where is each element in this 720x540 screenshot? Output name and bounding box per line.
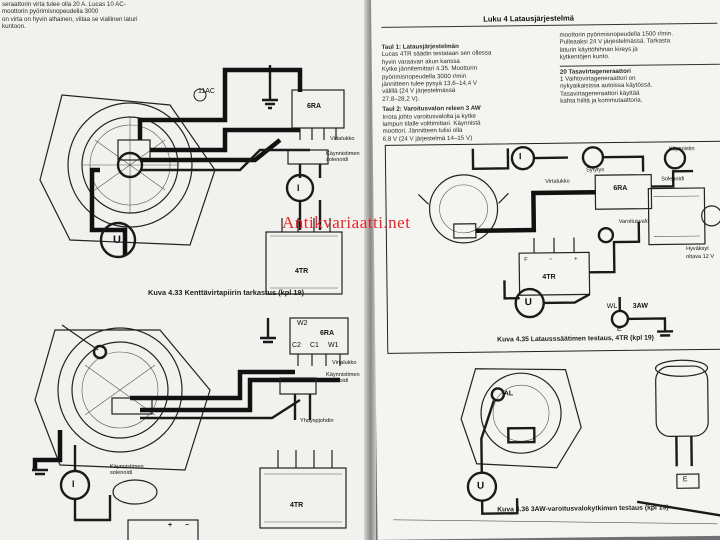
warning-lamp-435: [597, 226, 615, 244]
regulator-4tr-434: [259, 450, 347, 529]
relay-6ra-433: [291, 89, 345, 140]
lock-label-435: Virtalukko: [545, 178, 570, 185]
voltmeter-433: [99, 221, 137, 259]
text-line: on virta on hyvin alhainen, viitaa se vi…: [2, 15, 138, 23]
connector-label-434: Yhdyspjohdin: [300, 418, 334, 424]
regulator-label-434: 4TR: [290, 502, 304, 509]
battery-plus-label: +: [168, 522, 173, 529]
wiring-diagrams-left: [32, 65, 349, 540]
battery-minus-label: −: [185, 522, 190, 529]
relay-label-433: 6RA: [307, 103, 322, 110]
solenoid-label-435: Solenoidi: [661, 176, 685, 183]
ammeter-symbol-433: I: [297, 183, 300, 193]
watermark-text: Antikvariaatti.net: [282, 213, 411, 232]
alternator-436: [460, 368, 582, 469]
wl-terminal-435: [610, 309, 630, 329]
relay-3aw-label: 3AW: [632, 302, 648, 310]
terminal-al-label: AL: [503, 390, 514, 398]
text-line: seraattorin virta tulee olla 20 A. Lucas…: [2, 1, 126, 8]
solenoid-block-433: [287, 149, 329, 165]
terminal-minus-label: −: [549, 256, 553, 263]
voltmeter-435: [514, 287, 545, 319]
lock-label-434: Virtalukko: [332, 360, 357, 366]
starter-relay-circle-435: [663, 147, 687, 170]
checked-label-435: Hyväksyt: [686, 245, 709, 253]
warning-switch-unit-436: [636, 359, 720, 517]
wiring-diagrams-right: [393, 145, 720, 525]
terminal-c1-label: C1: [310, 342, 319, 349]
terminal-e-label-436: E: [682, 476, 688, 484]
regulator-label-433: 4TR: [295, 268, 309, 275]
battery-434: [127, 519, 199, 540]
voltmeter-symbol-433: U: [113, 234, 121, 246]
ammeter-433: [285, 173, 315, 203]
relay-6ra-434: [289, 317, 349, 366]
left-page: seraattorin virta tulee olla 20 A. Lucas…: [0, 0, 368, 540]
alternator-type-label: 11AC: [198, 88, 215, 95]
ammeter-symbol-435: I: [518, 151, 522, 162]
text-line: moottorin pyörimisnopeudella 3000: [2, 8, 99, 16]
terminal-plus-label: +: [574, 256, 578, 263]
alternator-433: [39, 88, 216, 246]
regulator-label-435: 4TR: [542, 273, 556, 281]
relay-label-434: 6RA: [320, 330, 335, 337]
starter-label-435: Käynnistin: [668, 146, 695, 153]
terminal-w2-label: W2: [297, 320, 308, 327]
ammeter-434: [59, 469, 91, 501]
top-text-block: seraattorin virta tulee olla 20 A. Lucas…: [2, 1, 362, 31]
relay-label-435: 6RA: [613, 184, 628, 193]
terminal-wl-label: WL: [606, 303, 618, 311]
starter-solenoid-label-434: Käynnistimen solenoidi: [326, 372, 360, 384]
right-page: Luku 4 Latausjärjestelmä Taul 1: Latausj…: [371, 0, 720, 540]
terminal-e-label-435: E: [617, 325, 622, 334]
voltmeter-symbol-435: U: [524, 297, 533, 309]
alternator-435: [417, 174, 509, 244]
voltmeter-symbol-436: U: [476, 480, 485, 492]
ammeter-symbol-434: I: [72, 479, 75, 489]
starter-solenoid-434: [112, 479, 158, 505]
terminal-c2-label: C2: [292, 342, 301, 349]
voltage-label-435: oltava 12 V: [686, 253, 715, 261]
regulator-4tr-433: [265, 218, 343, 295]
warning-lamp-label-435: Varoitusvalo: [618, 218, 650, 225]
solenoid-label-433a: Virtalukko: [330, 136, 355, 142]
starter-motor-435: [647, 187, 720, 246]
regulator-4tr-435: [518, 237, 591, 296]
solenoid-label-433b: Käynnistimen solenoidi: [326, 151, 360, 163]
starter-label-434: Käynnistimen solenoidi: [110, 464, 144, 476]
text-line: kuntoon.: [2, 23, 26, 31]
lamp-label-435: Sytytys: [586, 167, 605, 174]
terminal-f-label: F: [524, 257, 528, 264]
terminal-w1-label: W1: [328, 342, 339, 349]
lamp-435: [581, 146, 605, 169]
figure-caption-433: Kuva 4.33 Kenttävirtapiirin tarkastus (k…: [148, 288, 305, 297]
solenoid-block-434: [279, 377, 317, 395]
ammeter-435: [510, 145, 536, 171]
